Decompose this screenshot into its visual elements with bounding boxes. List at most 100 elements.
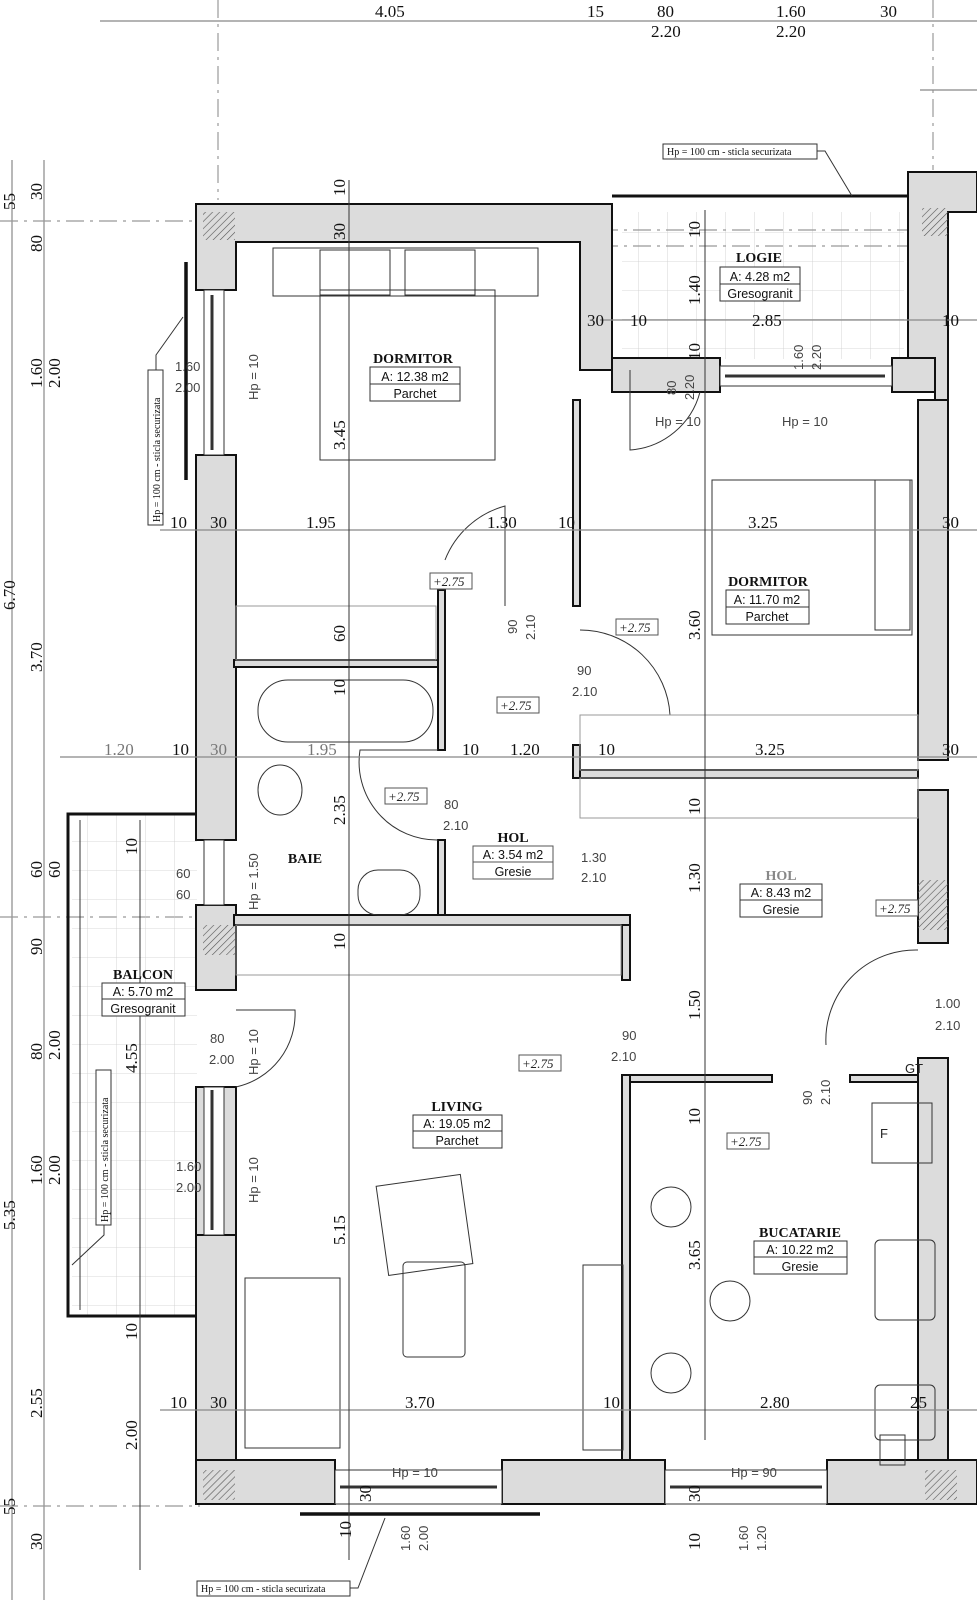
dim-left-2-00: 2.00 bbox=[45, 358, 64, 388]
dim-balcon-2-00: 2.00 bbox=[122, 1420, 141, 1450]
level-mark: +2.75 bbox=[522, 1056, 554, 1071]
svg-text:1.20: 1.20 bbox=[754, 1526, 769, 1551]
svg-text:2.00: 2.00 bbox=[416, 1526, 431, 1551]
dim-top-15: 15 bbox=[587, 2, 604, 21]
dim-dorm2-3-60: 3.60 bbox=[685, 610, 704, 640]
svg-text:90: 90 bbox=[505, 620, 520, 634]
dim-r3-3-70: 3.70 bbox=[405, 1393, 435, 1412]
room-label-hol-1: HOL A: 3.54 m2 Gresie bbox=[472, 831, 554, 880]
left-dimension-chain: 55 6.70 5.35 55 30 80 1.60 2.00 3.70 60 … bbox=[0, 160, 200, 1600]
dim-logie-10b: 10 bbox=[942, 311, 959, 330]
svg-text:Gresogranit: Gresogranit bbox=[727, 287, 793, 301]
dim-bath-2-35: 2.35 bbox=[330, 795, 349, 825]
svg-text:90: 90 bbox=[622, 1028, 636, 1043]
dim-logie-v10: 10 bbox=[685, 221, 704, 238]
svg-text:2.10: 2.10 bbox=[572, 684, 597, 699]
room-label-baie: BAIE bbox=[288, 852, 322, 867]
svg-text:Gresie: Gresie bbox=[495, 865, 532, 879]
svg-text:60: 60 bbox=[176, 866, 190, 881]
svg-text:Parchet: Parchet bbox=[435, 1134, 479, 1148]
room-label-living: LIVING A: 19.05 m2 Parchet bbox=[412, 1100, 503, 1149]
dim-r3-10b: 10 bbox=[603, 1393, 620, 1412]
dim-logie-30: 30 bbox=[587, 311, 604, 330]
dim-r2-3-25: 3.25 bbox=[755, 740, 785, 759]
dim-dorm1-3-45: 3.45 bbox=[330, 420, 349, 450]
dim-r3-25: 25 bbox=[910, 1393, 927, 1412]
svg-text:Parchet: Parchet bbox=[745, 610, 789, 624]
dim-balcon-4-55: 4.55 bbox=[122, 1043, 141, 1073]
dim-top-30: 30 bbox=[880, 2, 897, 21]
dim-r2-10b: 10 bbox=[462, 740, 479, 759]
level-mark: +2.75 bbox=[730, 1134, 762, 1149]
svg-text:90: 90 bbox=[577, 663, 591, 678]
svg-text:BALCON: BALCON bbox=[113, 968, 173, 983]
dim-left-60a: 60 bbox=[27, 861, 46, 878]
dim-hol2-10: 10 bbox=[685, 798, 704, 815]
svg-text:2.10: 2.10 bbox=[818, 1080, 833, 1105]
svg-text:10: 10 bbox=[685, 1533, 704, 1550]
svg-text:1.60: 1.60 bbox=[176, 1159, 201, 1174]
dim-logie-2-85: 2.85 bbox=[752, 311, 782, 330]
dim-r1-30b: 30 bbox=[942, 513, 959, 532]
railing-note-bottom: Hp = 100 cm - sticla securizata bbox=[196, 1517, 386, 1597]
dim-logie-v10b: 10 bbox=[685, 343, 704, 360]
svg-text:HOL: HOL bbox=[497, 831, 528, 846]
dim-logie-v1-40: 1.40 bbox=[685, 275, 704, 305]
svg-text:Hp = 100 cm - sticla securizat: Hp = 100 cm - sticla securizata bbox=[667, 147, 792, 158]
furniture bbox=[235, 247, 936, 1466]
dim-logie-10: 10 bbox=[630, 311, 647, 330]
dim-top-2-20a: 2.20 bbox=[651, 22, 681, 41]
svg-text:80: 80 bbox=[444, 797, 458, 812]
dim-r3-10: 10 bbox=[170, 1393, 187, 1412]
svg-text:1.00: 1.00 bbox=[935, 996, 960, 1011]
svg-text:2.20: 2.20 bbox=[809, 345, 824, 370]
dim-left-1-60b: 1.60 bbox=[27, 1155, 46, 1185]
svg-text:2.10: 2.10 bbox=[523, 615, 538, 640]
svg-text:A: 5.70 m2: A: 5.70 m2 bbox=[113, 985, 173, 999]
svg-text:Gresie: Gresie bbox=[763, 903, 800, 917]
room-label-bucatarie: BUCATARIE A: 10.22 m2 Gresie bbox=[753, 1226, 848, 1275]
svg-text:Hp = 90: Hp = 90 bbox=[731, 1465, 777, 1480]
sill-heights: Hp = 10 Hp = 10 Hp = 10 Hp = 1.50 Hp = 1… bbox=[246, 354, 828, 1480]
gas-meter-label: GT bbox=[905, 1061, 923, 1076]
svg-text:Gresie: Gresie bbox=[782, 1260, 819, 1274]
dim-r1-10b: 10 bbox=[558, 513, 575, 532]
dim-bath-60: 60 bbox=[330, 625, 349, 642]
dim-r1-1-30: 1.30 bbox=[487, 513, 517, 532]
svg-text:HOL: HOL bbox=[765, 869, 796, 884]
dim-r3-2-80: 2.80 bbox=[760, 1393, 790, 1412]
level-mark: +2.75 bbox=[433, 574, 465, 589]
svg-text:1.30: 1.30 bbox=[581, 850, 606, 865]
dim-top-2-20b: 2.20 bbox=[776, 22, 806, 41]
dim-r1-3-25: 3.25 bbox=[748, 513, 778, 532]
railing-note-left: Hp = 100 cm - sticla securizata bbox=[147, 316, 184, 526]
svg-text:A: 19.05 m2: A: 19.05 m2 bbox=[423, 1117, 490, 1131]
room-dimension-lines bbox=[60, 180, 977, 1570]
dim-dorm1-10: 10 bbox=[330, 179, 349, 196]
dim-bath-10: 10 bbox=[330, 679, 349, 696]
svg-text:80: 80 bbox=[210, 1031, 224, 1046]
railing-note-balcon: Hp = 100 cm - sticla securizata bbox=[71, 1069, 112, 1266]
level-mark: +2.75 bbox=[619, 620, 651, 635]
dim-r3-30: 30 bbox=[210, 1393, 227, 1412]
svg-text:Hp = 10: Hp = 10 bbox=[246, 1157, 261, 1203]
svg-text:2.00: 2.00 bbox=[175, 380, 200, 395]
dim-dorm1-30: 30 bbox=[330, 223, 349, 240]
dim-left-2-00c: 2.00 bbox=[45, 1155, 64, 1185]
dim-left-80b: 80 bbox=[27, 1043, 46, 1060]
level-mark: +2.75 bbox=[388, 789, 420, 804]
dim-left-3-70: 3.70 bbox=[27, 642, 46, 672]
svg-text:A: 10.22 m2: A: 10.22 m2 bbox=[766, 1243, 833, 1257]
dim-kitchen-3-65: 3.65 bbox=[685, 1240, 704, 1270]
svg-text:Hp = 10: Hp = 10 bbox=[782, 414, 828, 429]
svg-text:LIVING: LIVING bbox=[431, 1100, 482, 1115]
dim-left-55-bottom: 55 bbox=[0, 1498, 19, 1515]
dim-r2-1-20b: 1.20 bbox=[510, 740, 540, 759]
svg-text:A: 12.38 m2: A: 12.38 m2 bbox=[381, 370, 448, 384]
dim-left-2-55: 2.55 bbox=[27, 1388, 46, 1418]
svg-text:1.60: 1.60 bbox=[736, 1526, 751, 1551]
svg-text:A: 8.43 m2: A: 8.43 m2 bbox=[751, 886, 811, 900]
dim-left-6-70: 6.70 bbox=[0, 580, 19, 610]
dim-left-90: 90 bbox=[27, 938, 46, 955]
dim-left-5-35: 5.35 bbox=[0, 1200, 19, 1230]
